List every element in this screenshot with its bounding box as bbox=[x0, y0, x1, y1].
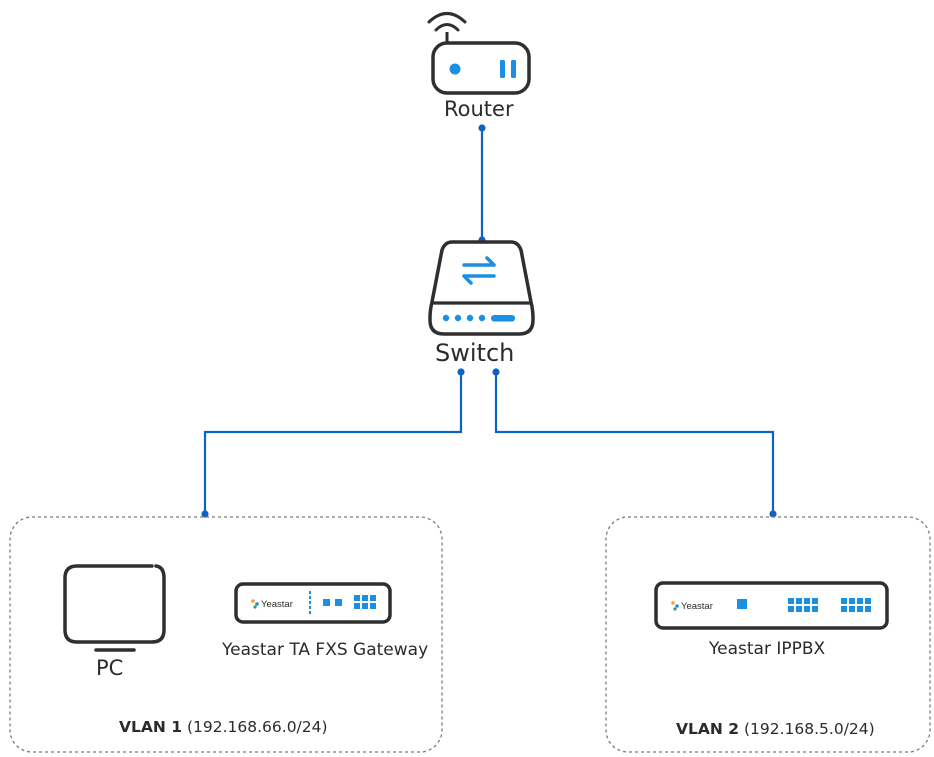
vlan2-name: VLAN 2 bbox=[676, 720, 740, 738]
vlan1-caption: VLAN 1 (192.168.66.0/24) bbox=[119, 718, 328, 736]
svg-text:Yeastar: Yeastar bbox=[681, 601, 713, 612]
ippbx-device-icon: Yeastar bbox=[654, 581, 889, 630]
link-dot bbox=[457, 368, 465, 376]
swap-arrows-icon bbox=[462, 256, 496, 285]
ippbx-label: Yeastar IPPBX bbox=[709, 639, 826, 659]
link-dot bbox=[201, 510, 209, 518]
connection-lines bbox=[203, 128, 775, 514]
vlan2-boundary bbox=[605, 516, 931, 753]
yeastar-logo-icon: Yeastar bbox=[251, 599, 293, 610]
router-label: Router bbox=[444, 97, 514, 121]
switch-icon bbox=[428, 240, 535, 336]
gateway-label: Yeastar TA FXS Gateway bbox=[222, 640, 429, 660]
monitor-icon bbox=[63, 564, 166, 652]
pc-label: PC bbox=[96, 656, 124, 680]
yeastar-logo-icon: Yeastar bbox=[671, 601, 713, 612]
switch-label: Switch bbox=[435, 339, 515, 367]
vlan1-boundary bbox=[9, 516, 443, 753]
vlan1-name: VLAN 1 bbox=[119, 718, 183, 736]
link-dot bbox=[492, 368, 500, 376]
vlan1-subnet: (192.168.66.0/24) bbox=[186, 718, 328, 736]
router-icon bbox=[427, 12, 531, 95]
link-dot bbox=[769, 510, 777, 518]
connection-dots bbox=[201, 124, 777, 518]
wifi-icon bbox=[427, 12, 467, 32]
svg-text:Yeastar: Yeastar bbox=[261, 599, 293, 610]
gateway-device-icon: Yeastar bbox=[234, 582, 392, 624]
vlan2-subnet: (192.168.5.0/24) bbox=[743, 720, 875, 738]
switch-vlan2-link bbox=[494, 372, 775, 514]
vlan2-caption: VLAN 2 (192.168.5.0/24) bbox=[676, 720, 875, 738]
link-dot bbox=[478, 124, 486, 132]
switch-vlan1-link bbox=[203, 372, 463, 514]
